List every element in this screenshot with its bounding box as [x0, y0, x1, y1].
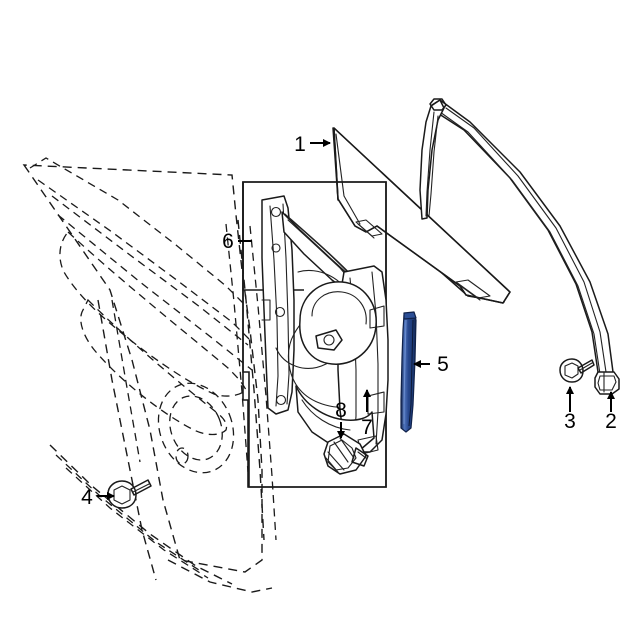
callout-label-3: 3	[564, 410, 576, 433]
part-door-panel-bolt	[107, 479, 152, 509]
door-shell-phantom-outline	[22, 157, 277, 593]
callout-label-1: 1	[294, 133, 306, 156]
part-window-run-weatherstrip	[419, 98, 620, 395]
callout-label-2: 2	[605, 410, 617, 433]
callout-label-8: 8	[335, 399, 347, 422]
part-retainer-bolt	[559, 358, 595, 383]
callout-label-7: 7	[361, 416, 373, 439]
part-window-regulator-assembly	[261, 195, 389, 453]
part-glass-run-channel-guide-highlighted	[400, 311, 417, 433]
callout-label-4: 4	[81, 486, 93, 509]
regulator-callout-boundary	[242, 181, 387, 488]
callout-label-5: 5	[437, 353, 449, 376]
part-window-motor-connector	[323, 433, 369, 475]
callout-label-6: 6	[222, 230, 234, 253]
